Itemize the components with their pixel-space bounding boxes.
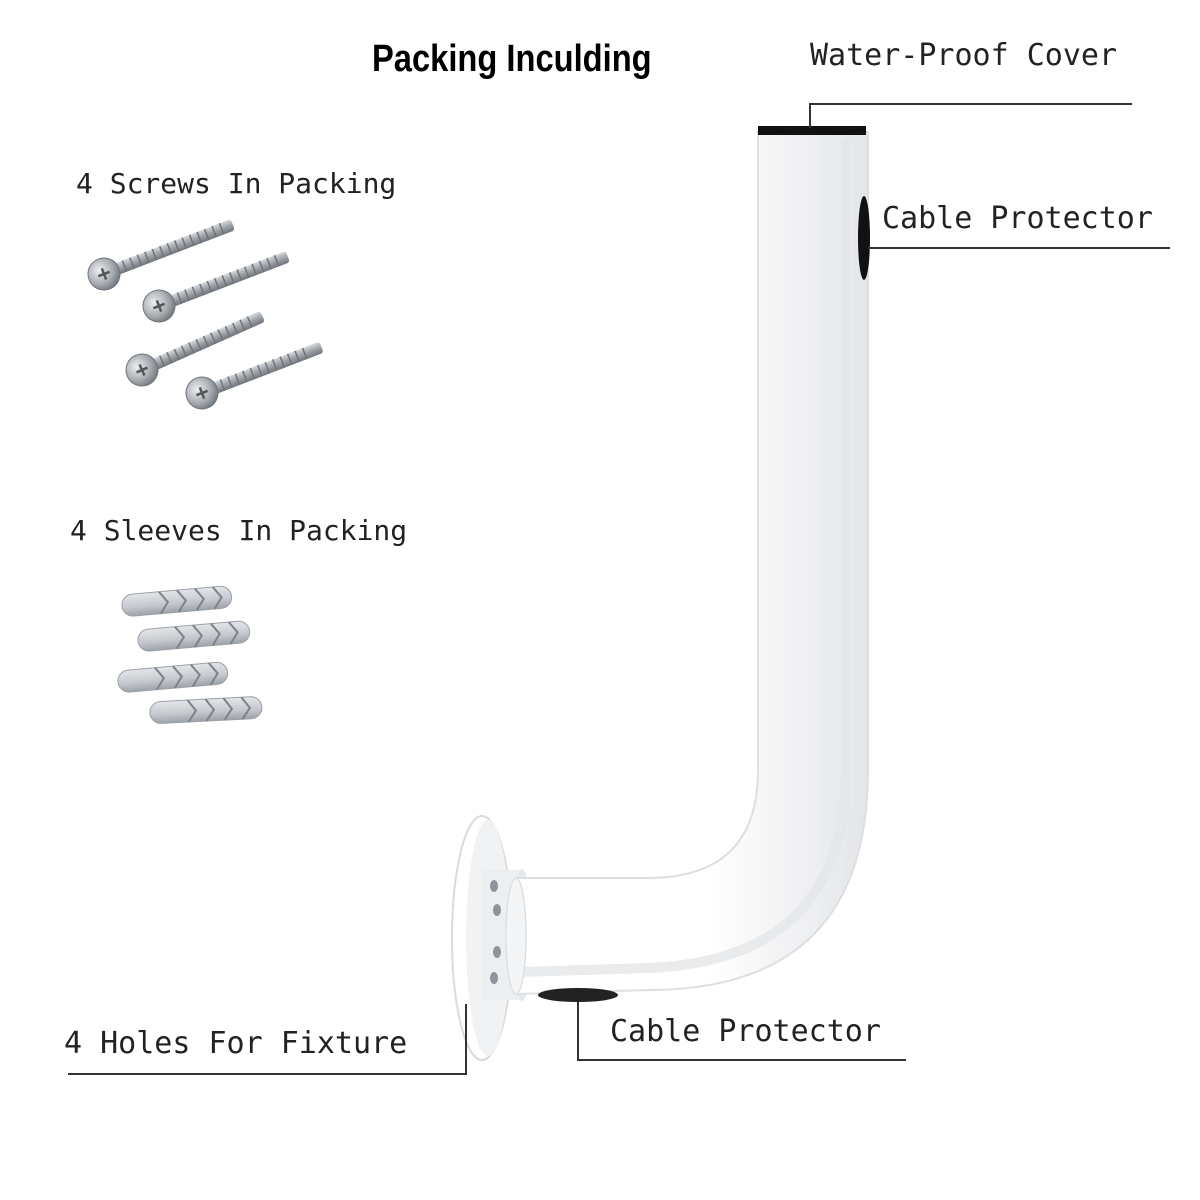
- fixture-hole-3: [493, 946, 501, 958]
- screws-label: 4 Screws In Packing: [76, 167, 397, 200]
- waterproof-cover-label: Water-Proof Cover: [810, 38, 1118, 73]
- callout-holes: [68, 1004, 467, 1075]
- sleeve-2: [137, 620, 251, 652]
- screw-1: [87, 219, 235, 291]
- callout-waterproof-cover: [809, 103, 1132, 128]
- screw-4: [185, 342, 323, 410]
- waterproof-cover: [758, 126, 866, 135]
- page-title: Packing Inculding: [372, 38, 652, 80]
- screw-2: [142, 251, 290, 323]
- sleeve-3: [117, 661, 229, 693]
- cable-protector-top-label: Cable Protector: [882, 201, 1153, 236]
- holes-for-fixture-label: 4 Holes For Fixture: [64, 1026, 408, 1061]
- sleeves-label: 4 Sleeves In Packing: [70, 514, 408, 547]
- screw-3: [125, 311, 265, 387]
- callout-cable-protector-bottom: [577, 1002, 906, 1061]
- fixture-hole-2: [493, 904, 501, 916]
- sleeves-group: [117, 585, 263, 724]
- fixture-hole-4: [490, 972, 498, 984]
- screws-group: [87, 219, 323, 410]
- cable-protector-bottom-label: Cable Protector: [610, 1014, 881, 1049]
- cable-protector-bottom: [538, 988, 618, 1002]
- callout-lines: [68, 103, 1170, 1075]
- fixture-hole-1: [490, 880, 498, 892]
- bracket-tube: [505, 131, 869, 996]
- sleeve-1: [121, 585, 233, 617]
- cable-protector-top: [858, 196, 870, 280]
- sleeve-4: [149, 696, 263, 724]
